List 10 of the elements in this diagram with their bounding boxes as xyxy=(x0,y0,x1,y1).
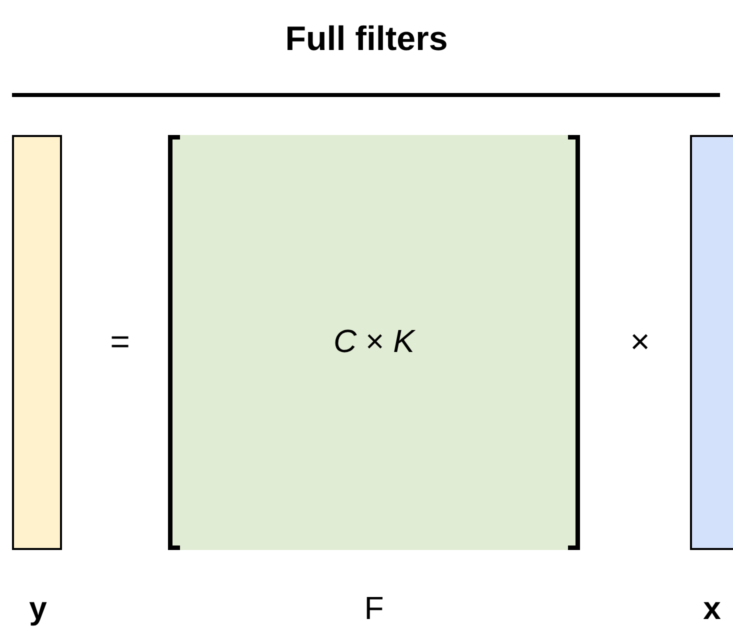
vector-bar xyxy=(690,135,733,550)
vector-bar xyxy=(12,135,62,550)
multiplication-sign: × xyxy=(629,325,651,359)
variable-label: y xyxy=(28,592,48,624)
matrix xyxy=(168,135,580,550)
equals-sign: = xyxy=(109,325,131,359)
variable-label: x xyxy=(702,592,722,624)
title: Full filters xyxy=(284,22,449,56)
matrix-label: C × K xyxy=(332,325,416,357)
variable-label: F xyxy=(363,592,385,624)
